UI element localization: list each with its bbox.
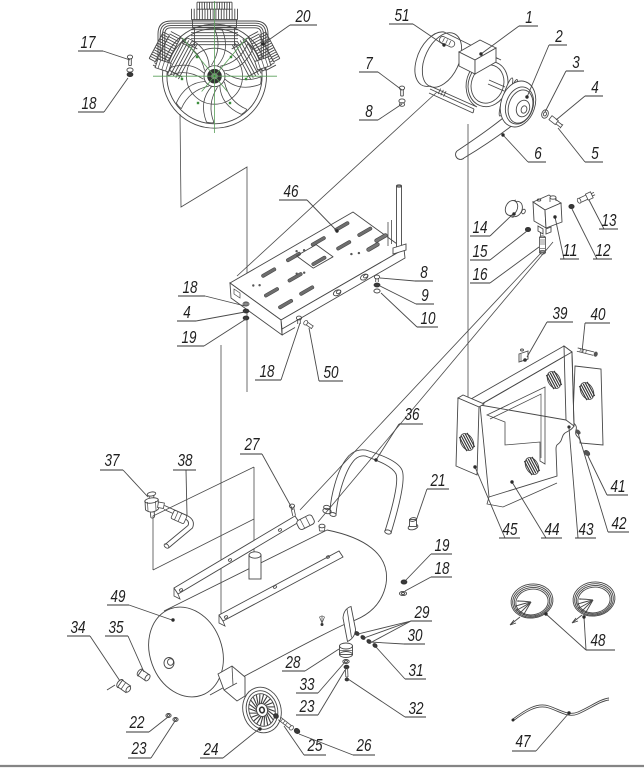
svg-text:28: 28 xyxy=(285,652,301,672)
svg-text:5: 5 xyxy=(591,143,599,163)
svg-text:21: 21 xyxy=(430,470,446,490)
svg-text:11: 11 xyxy=(563,240,578,260)
svg-text:22: 22 xyxy=(129,712,145,732)
svg-text:4: 4 xyxy=(591,77,599,97)
svg-text:48: 48 xyxy=(591,630,606,650)
svg-text:42: 42 xyxy=(612,513,627,533)
svg-text:1: 1 xyxy=(525,7,533,27)
svg-text:13: 13 xyxy=(602,210,617,230)
svg-text:41: 41 xyxy=(611,476,626,496)
svg-text:39: 39 xyxy=(553,303,568,323)
svg-text:8: 8 xyxy=(420,262,428,282)
svg-text:18: 18 xyxy=(82,93,97,113)
svg-text:16: 16 xyxy=(473,264,488,284)
svg-text:46: 46 xyxy=(284,181,299,201)
svg-text:19: 19 xyxy=(435,535,450,555)
svg-text:36: 36 xyxy=(405,404,420,424)
svg-text:43: 43 xyxy=(579,519,594,539)
svg-text:23: 23 xyxy=(299,696,315,716)
svg-text:12: 12 xyxy=(596,240,611,260)
svg-text:7: 7 xyxy=(365,53,373,73)
svg-text:15: 15 xyxy=(473,241,488,261)
svg-text:17: 17 xyxy=(81,32,97,52)
svg-text:18: 18 xyxy=(183,277,198,297)
svg-text:3: 3 xyxy=(572,52,580,72)
svg-text:31: 31 xyxy=(409,660,424,680)
svg-text:50: 50 xyxy=(324,362,339,382)
svg-text:23: 23 xyxy=(131,738,147,758)
svg-text:24: 24 xyxy=(203,739,219,759)
svg-text:38: 38 xyxy=(178,450,193,470)
svg-text:45: 45 xyxy=(503,519,518,539)
svg-text:4: 4 xyxy=(183,302,191,322)
svg-text:26: 26 xyxy=(356,735,372,755)
svg-text:30: 30 xyxy=(408,625,423,645)
svg-text:51: 51 xyxy=(395,5,410,25)
svg-text:2: 2 xyxy=(554,26,562,46)
svg-text:9: 9 xyxy=(421,285,429,305)
svg-text:40: 40 xyxy=(591,304,606,324)
svg-text:18: 18 xyxy=(260,361,275,381)
svg-text:20: 20 xyxy=(295,6,311,26)
svg-text:14: 14 xyxy=(473,217,488,237)
svg-text:10: 10 xyxy=(421,308,436,328)
svg-text:47: 47 xyxy=(516,731,532,751)
svg-text:49: 49 xyxy=(111,586,126,606)
svg-text:35: 35 xyxy=(109,617,124,637)
svg-text:33: 33 xyxy=(300,674,315,694)
svg-text:19: 19 xyxy=(182,327,197,347)
svg-text:34: 34 xyxy=(71,617,86,637)
svg-text:18: 18 xyxy=(435,558,450,578)
svg-text:6: 6 xyxy=(534,143,542,163)
svg-text:8: 8 xyxy=(365,101,373,121)
svg-text:29: 29 xyxy=(414,602,430,622)
svg-text:27: 27 xyxy=(244,434,261,454)
svg-text:37: 37 xyxy=(105,450,121,470)
svg-text:44: 44 xyxy=(545,519,560,539)
svg-text:32: 32 xyxy=(409,698,424,718)
